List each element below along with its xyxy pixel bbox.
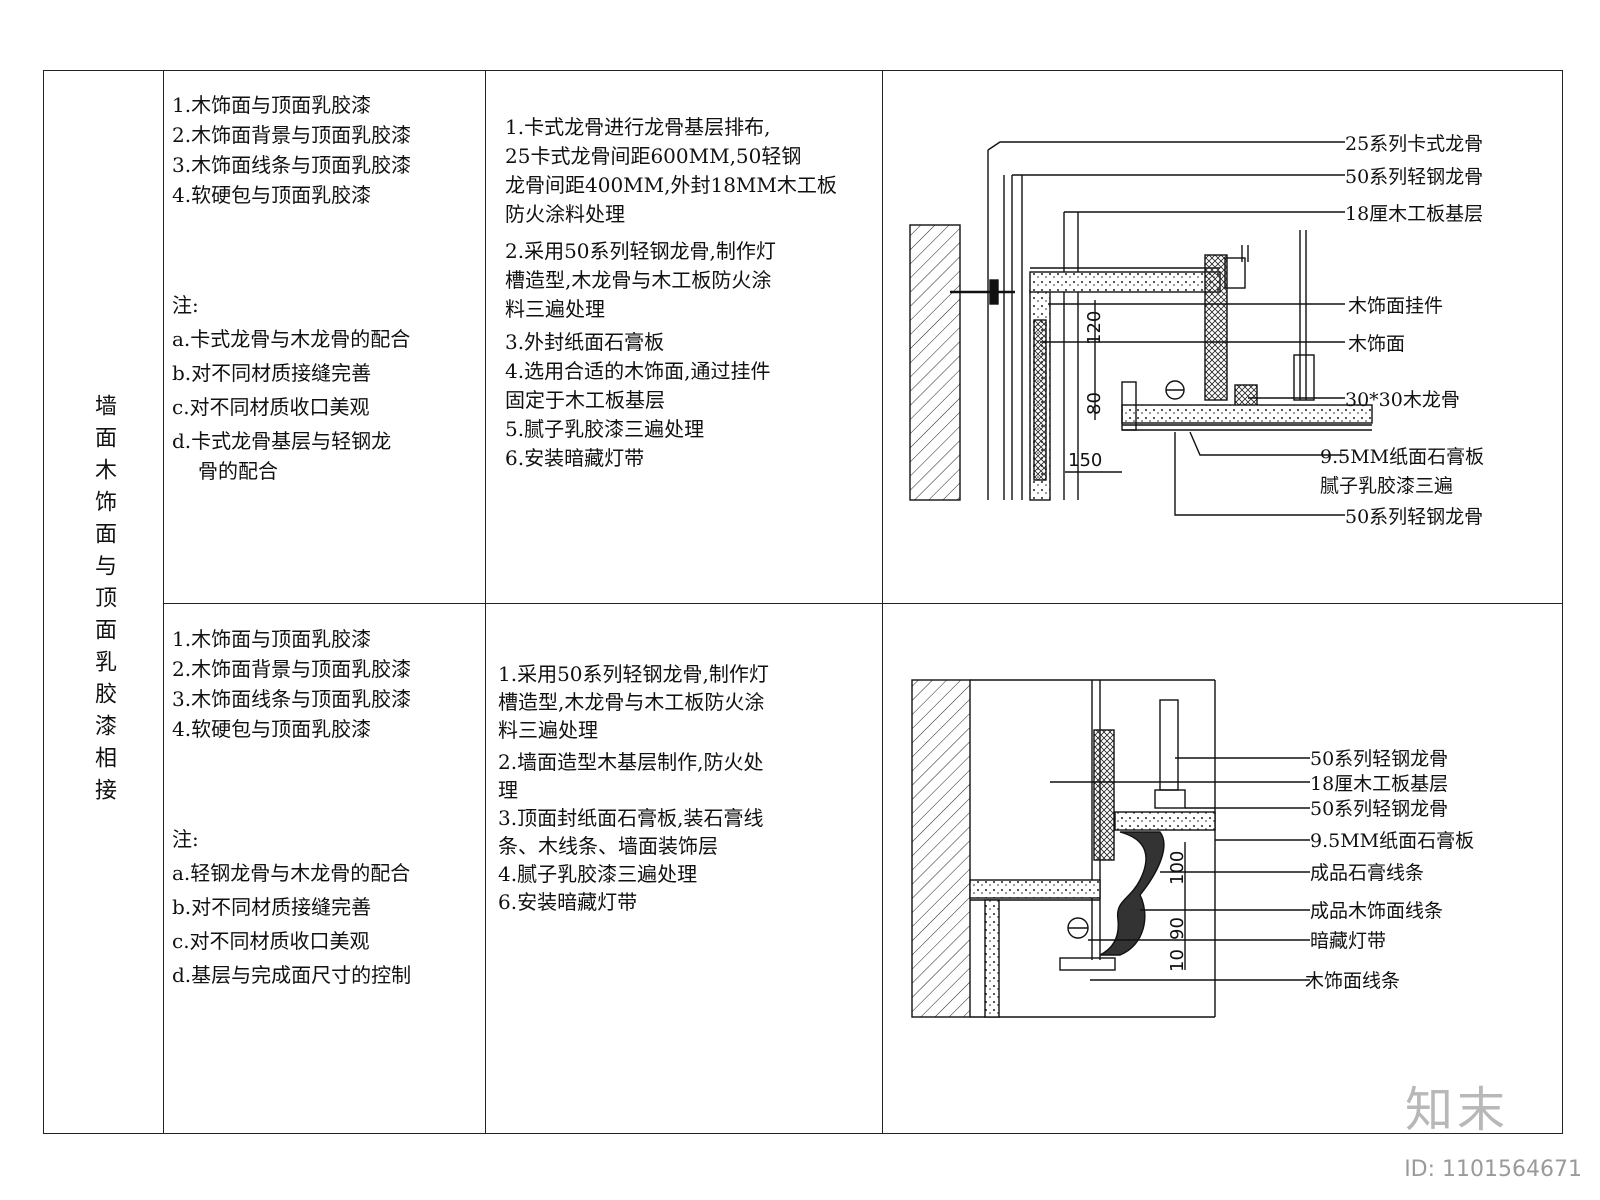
label: 木饰面挂件 xyxy=(1348,295,1443,317)
step-line: 2.墙面造型木基层制作,防火处 xyxy=(498,750,764,774)
column-divider xyxy=(882,70,883,1134)
type-item: 3.木饰面线条与顶面乳胶漆 xyxy=(172,687,412,711)
label: 9.5MM纸面石膏板 xyxy=(1310,829,1474,852)
label: 暗藏灯带 xyxy=(1310,930,1386,952)
note-item: b.对不同材质接缝完善 xyxy=(172,895,372,919)
ceiling-joint-detail-2 xyxy=(911,679,1310,1018)
row2-types-cell: 1.木饰面与顶面乳胶漆 2.木饰面背景与顶面乳胶漆 3.木饰面线条与顶面乳胶漆 … xyxy=(172,624,411,990)
step-line: 料三遍处理 xyxy=(505,297,605,321)
watermark-id: ID: 1101564671 xyxy=(1404,1157,1582,1182)
ceiling-joint-detail-1 xyxy=(909,141,1373,516)
dimension: 150 xyxy=(1068,450,1102,471)
note-item: b.对不同材质接缝完善 xyxy=(172,361,372,385)
step-line: 槽造型,木龙骨与木工板防火涂 xyxy=(505,268,772,292)
detail-1-labels: 25系列卡式龙骨 50系列轻钢龙骨 18厘木工板基层 木饰面挂件 木饰面 30*… xyxy=(1068,133,1484,528)
step-line: 条、木线条、墙面装饰层 xyxy=(498,834,718,858)
note-item: c.对不同材质收口美观 xyxy=(172,395,370,419)
table-title: 墙面木饰面与顶面乳胶漆相接 xyxy=(91,394,116,810)
step-line: 2.采用50系列轻钢龙骨,制作灯 xyxy=(505,239,776,263)
row2-steps-cell: 1.采用50系列轻钢龙骨,制作灯 槽造型,木龙骨与木工板防火涂 料三遍处理 2.… xyxy=(498,660,769,916)
dimension: 100 xyxy=(1167,851,1188,885)
dimension: 10 xyxy=(1167,949,1188,972)
label: 30*30木龙骨 xyxy=(1345,389,1460,411)
label: 成品石膏线条 xyxy=(1310,861,1424,884)
step-line: 5.腻子乳胶漆三遍处理 xyxy=(505,417,705,441)
watermark-logo: 知末 xyxy=(1405,1082,1510,1138)
note-item: a.卡式龙骨与木龙骨的配合 xyxy=(172,327,411,351)
note-label: 注: xyxy=(172,293,199,317)
step-line: 25卡式龙骨间距600MM,50轻钢 xyxy=(505,144,802,168)
step-line: 6.安装暗藏灯带 xyxy=(498,890,638,914)
note-label: 注: xyxy=(172,827,199,851)
step-line: 料三遍处理 xyxy=(498,718,598,742)
step-line: 3.顶面封纸面石膏板,装石膏线 xyxy=(498,806,764,830)
type-item: 1.木饰面与顶面乳胶漆 xyxy=(172,93,372,117)
label: 25系列卡式龙骨 xyxy=(1345,133,1483,155)
step-line: 防火涂料处理 xyxy=(505,202,625,226)
column-divider xyxy=(163,70,164,1134)
type-item: 3.木饰面线条与顶面乳胶漆 xyxy=(172,153,412,177)
column-divider xyxy=(485,70,486,1134)
dimension: 90 xyxy=(1167,917,1188,940)
label: 50系列轻钢龙骨 xyxy=(1345,506,1483,528)
detail-2-labels: 50系列轻钢龙骨 18厘木工板基层 50系列轻钢龙骨 9.5MM纸面石膏板 成品… xyxy=(1167,748,1474,992)
label: 50系列轻钢龙骨 xyxy=(1345,166,1483,188)
row1-steps-cell: 1.卡式龙骨进行龙骨基层排布, 25卡式龙骨间距600MM,50轻钢 龙骨间距4… xyxy=(505,113,837,473)
label: 50系列轻钢龙骨 xyxy=(1310,798,1448,820)
note-item: 骨的配合 xyxy=(198,459,278,483)
row1-types-cell: 1.木饰面与顶面乳胶漆 2.木饰面背景与顶面乳胶漆 3.木饰面线条与顶面乳胶漆 … xyxy=(172,90,411,486)
type-item: 4.软硬包与顶面乳胶漆 xyxy=(172,183,372,207)
dimension: 120 xyxy=(1084,311,1105,345)
label: 18厘木工板基层 xyxy=(1310,773,1448,795)
label: 腻子乳胶漆三遍 xyxy=(1320,475,1453,497)
label: 18厘木工板基层 xyxy=(1345,203,1483,225)
step-line: 3.外封纸面石膏板 xyxy=(505,330,665,354)
label: 50系列轻钢龙骨 xyxy=(1310,748,1448,770)
step-line: 槽造型,木龙骨与木工板防火涂 xyxy=(498,690,765,714)
type-item: 1.木饰面与顶面乳胶漆 xyxy=(172,627,372,651)
note-item: d.基层与完成面尺寸的控制 xyxy=(172,963,412,987)
step-line: 龙骨间距400MM,外封18MM木工板 xyxy=(505,173,837,197)
note-item: a.轻钢龙骨与木龙骨的配合 xyxy=(172,861,411,885)
dimension: 80 xyxy=(1084,392,1105,415)
label: 木饰面线条 xyxy=(1305,970,1400,992)
type-item: 4.软硬包与顶面乳胶漆 xyxy=(172,717,372,741)
step-line: 1.卡式龙骨进行龙骨基层排布, xyxy=(505,115,771,139)
label: 木饰面 xyxy=(1348,333,1405,355)
step-line: 6.安装暗藏灯带 xyxy=(505,446,645,470)
label: 9.5MM纸面石膏板 xyxy=(1320,445,1484,468)
type-item: 2.木饰面背景与顶面乳胶漆 xyxy=(172,123,412,147)
step-line: 1.采用50系列轻钢龙骨,制作灯 xyxy=(498,662,769,686)
step-line: 4.选用合适的木饰面,通过挂件 xyxy=(505,359,771,383)
row-divider xyxy=(163,603,1563,604)
step-line: 固定于木工板基层 xyxy=(505,388,665,412)
note-item: c.对不同材质收口美观 xyxy=(172,929,370,953)
table-frame xyxy=(43,70,1563,1134)
label: 成品木饰面线条 xyxy=(1310,900,1443,922)
title-cell: 墙面木饰面与顶面乳胶漆相接 xyxy=(43,70,163,1134)
step-line: 理 xyxy=(498,778,518,802)
type-item: 2.木饰面背景与顶面乳胶漆 xyxy=(172,657,412,681)
step-line: 4.腻子乳胶漆三遍处理 xyxy=(498,862,698,886)
note-item: d.卡式龙骨基层与轻钢龙 xyxy=(172,429,392,453)
